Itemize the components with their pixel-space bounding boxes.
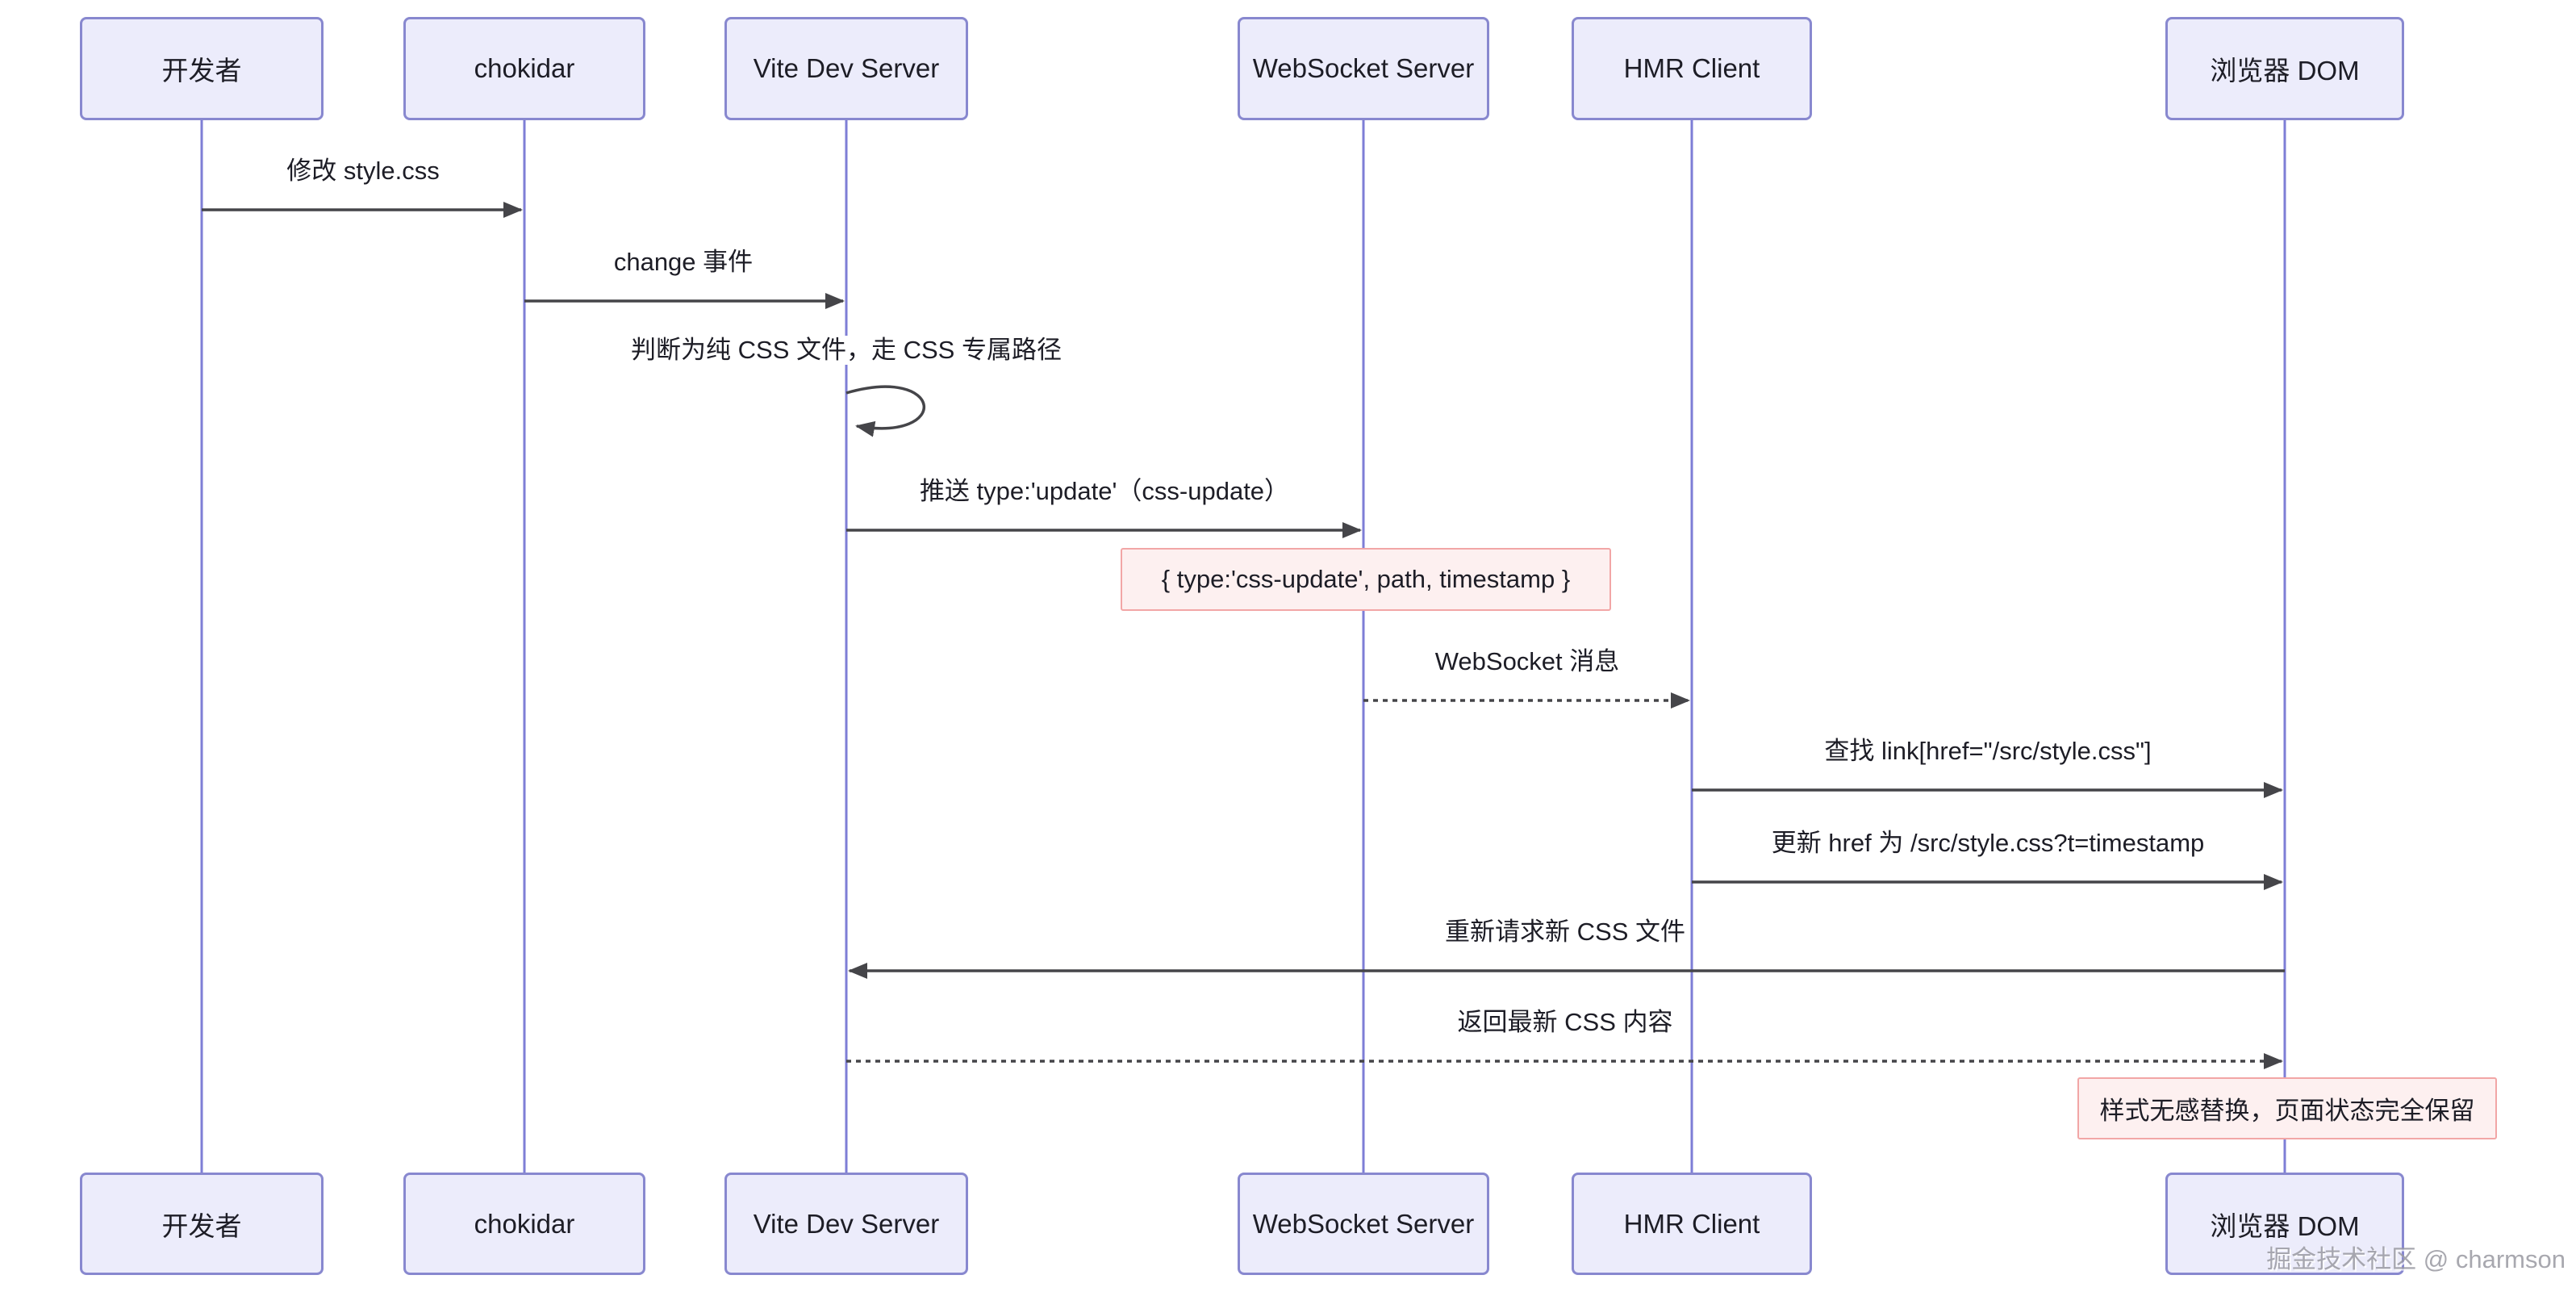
self-loop-arrow-css-path <box>845 385 926 437</box>
participant-vite-dev-server-bottom: Vite Dev Server <box>724 1173 968 1275</box>
message-label-find-link: 查找 link[href="/src/style.css"] <box>1819 737 2156 766</box>
participant-chokidar-bottom: chokidar <box>403 1173 645 1275</box>
message-label-update-href: 更新 href 为 /src/style.css?t=timestamp <box>1766 829 2210 858</box>
participant-browser-dom-top: 浏览器 DOM <box>2165 17 2404 120</box>
participant-chokidar-top: chokidar <box>403 17 645 120</box>
participant-browser-dom-bottom: 浏览器 DOM <box>2165 1173 2404 1275</box>
watermark-credit: 掘金技术社区 @ charmson <box>2266 1245 2566 1273</box>
message-label-request-css: 重新请求新 CSS 文件 <box>1440 918 1690 947</box>
participant-hmr-client-top: HMR Client <box>1572 17 1812 120</box>
participant-hmr-client-bottom: HMR Client <box>1572 1173 1812 1275</box>
message-label-modify-style: 修改 style.css <box>282 157 445 186</box>
participant-developer-top: 开发者 <box>80 17 324 120</box>
message-label-return-css: 返回最新 CSS 内容 <box>1452 1008 1678 1037</box>
message-label-change-event: change 事件 <box>608 248 758 277</box>
participant-vite-dev-server-top: Vite Dev Server <box>724 17 968 120</box>
participant-websocket-server-top: WebSocket Server <box>1238 17 1489 120</box>
note-css-update-payload: { type:'css-update', path, timestamp } <box>1121 548 1611 611</box>
participant-developer-bottom: 开发者 <box>80 1173 324 1275</box>
message-label-ws-message: WebSocket 消息 <box>1430 647 1625 676</box>
message-label-push-update: 推送 type:'update'（css-update） <box>914 477 1295 506</box>
note-style-hot-replaced: 样式无感替换，页面状态完全保留 <box>2077 1077 2497 1139</box>
participant-websocket-server-bottom: WebSocket Server <box>1238 1173 1489 1275</box>
message-label-css-path: 判断为纯 CSS 文件，走 CSS 专属路径 <box>626 336 1067 365</box>
